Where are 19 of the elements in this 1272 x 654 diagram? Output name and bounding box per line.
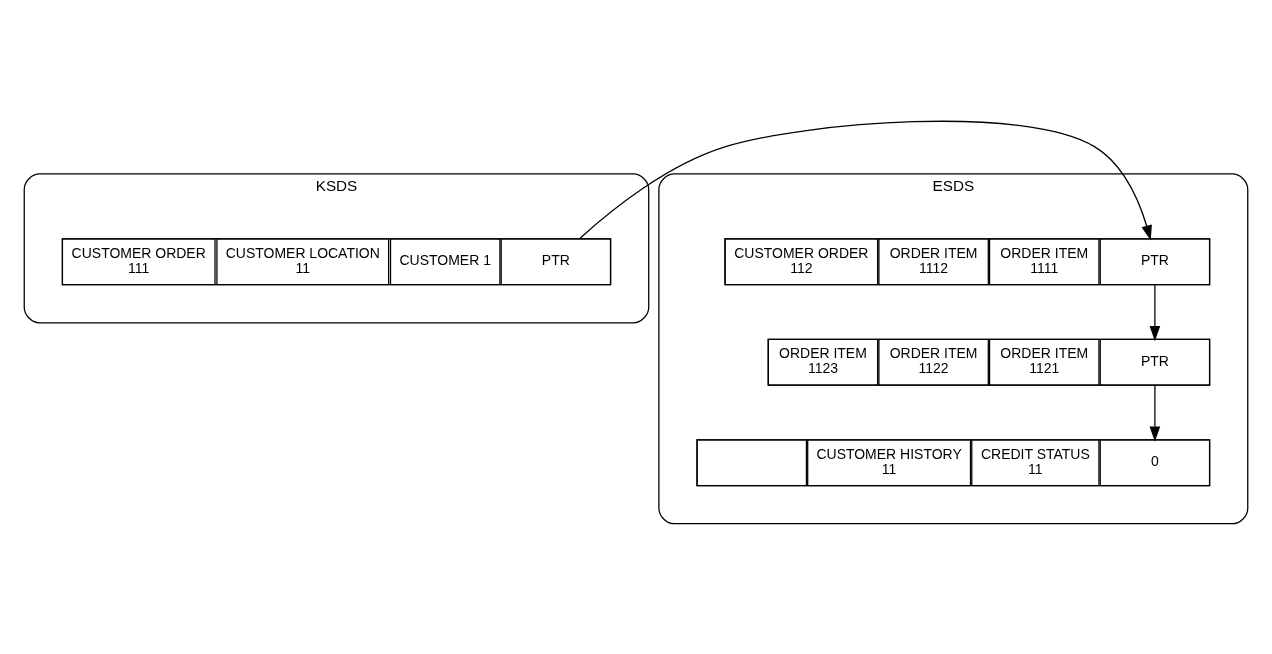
node-box: CUSTOMER HISTORY 11	[807, 438, 972, 486]
node-box: ORDER ITEM 1122	[878, 338, 989, 386]
node-box: ORDER ITEM 1123	[767, 338, 879, 386]
node-box: ORDER ITEM 1111	[988, 237, 1100, 285]
node-box: 0	[1099, 438, 1211, 486]
node-box: PTR	[1099, 338, 1211, 386]
node-box: PTR	[500, 237, 612, 285]
arrow	[579, 120, 1152, 241]
node-box: CREDIT STATUS 11	[971, 438, 1100, 486]
node-box: CUSTOMER ORDER 111	[61, 237, 216, 285]
arrow	[1149, 283, 1161, 341]
node-box: ORDER ITEM 1121	[988, 338, 1100, 386]
node-box: CUSTOMER ORDER 112	[724, 237, 879, 285]
node-box	[696, 438, 808, 486]
node-box: ORDER ITEM 1112	[878, 237, 989, 285]
node-box: CUSTOMER LOCATION 11	[216, 237, 390, 285]
arrow	[1149, 384, 1161, 442]
node-box: CUSTOMER 1	[389, 237, 501, 285]
node-box: PTR	[1099, 237, 1211, 285]
